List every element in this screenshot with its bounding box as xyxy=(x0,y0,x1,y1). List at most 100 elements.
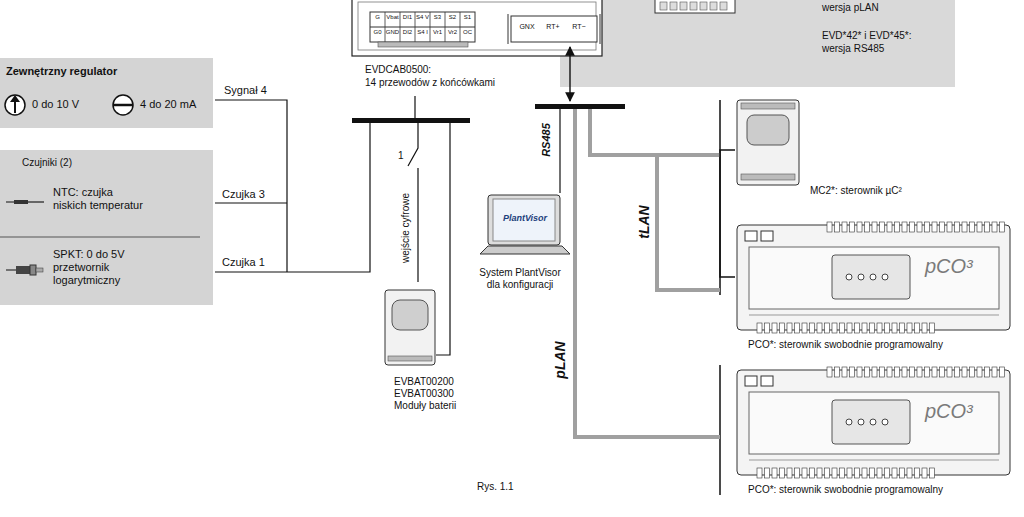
pco-board xyxy=(765,323,770,333)
panel-icons xyxy=(113,104,133,107)
pco-board xyxy=(892,323,897,333)
evd-driver xyxy=(352,0,602,56)
pco-board xyxy=(870,419,876,425)
bus-name: pLAN xyxy=(552,341,569,378)
switch-number: 1 xyxy=(398,150,404,162)
pin-name: RT− xyxy=(566,23,592,31)
pco-board xyxy=(877,323,882,333)
battery-module: EVBAT00200 EVBAT00300 Moduły baterii xyxy=(380,288,475,416)
pin-name: S2 xyxy=(445,14,460,21)
pco-board xyxy=(870,323,875,333)
plantvisor-pc: PlantVisorSystem PlantVisor dla konfigur… xyxy=(470,193,570,295)
pco-board xyxy=(840,323,845,333)
input-name: wejście cyfrowe xyxy=(400,193,412,263)
pco-board xyxy=(970,222,975,232)
pco-board xyxy=(745,231,757,241)
sensor-panel: Czujniki (2)NTC: czujka niskich temperat… xyxy=(0,150,213,305)
module-top xyxy=(710,2,717,10)
logo-text: pCO³ xyxy=(925,399,973,423)
pco-board xyxy=(1000,222,1005,232)
panel-heading: Czujniki (2) xyxy=(22,157,72,169)
pco-board xyxy=(917,367,922,377)
pco-board xyxy=(850,222,855,232)
wire xyxy=(215,202,287,203)
pco-board xyxy=(757,323,762,333)
version-note: EVD*42* i EVD*45*: xyxy=(822,30,912,42)
version-note: wersja RS485 xyxy=(822,43,884,55)
terminal-grid xyxy=(415,12,416,42)
panel-icons xyxy=(5,95,25,115)
battery-module-body xyxy=(385,290,435,365)
pco-board xyxy=(832,255,910,299)
pco-board xyxy=(857,367,862,377)
logo-text: PlantVisor xyxy=(490,213,560,224)
pco-board xyxy=(858,419,864,425)
pco-board xyxy=(925,367,930,377)
pco-board xyxy=(900,323,905,333)
network-line xyxy=(575,109,720,437)
pco-board xyxy=(862,468,867,478)
pco-board xyxy=(917,222,922,232)
pco-board xyxy=(1000,367,1005,377)
version-panel: wersja pLANEVD*42* i EVD*45*:wersja RS48… xyxy=(560,0,955,87)
laptop xyxy=(488,195,560,245)
pco-board xyxy=(737,225,1010,330)
module-top xyxy=(660,2,667,10)
terminal-grid xyxy=(385,12,460,42)
pco-board xyxy=(737,370,1010,475)
pin-name: G xyxy=(370,14,385,21)
panel-heading: Zewnętrzny regulator xyxy=(6,65,117,78)
pco-board xyxy=(761,376,773,386)
pco-board xyxy=(915,323,920,333)
pco-board xyxy=(900,468,905,478)
pco-board xyxy=(865,222,870,232)
mc2-module xyxy=(737,100,799,185)
pco-controller: pCO³PCO*: sterownik swobodnie programowa… xyxy=(735,222,1015,357)
panel-icons xyxy=(6,202,14,203)
panel-icons xyxy=(113,95,133,115)
pco-board xyxy=(847,323,852,333)
wire xyxy=(215,100,287,272)
pco-board xyxy=(847,468,852,478)
pco-board xyxy=(817,468,822,478)
signal-name: Sygnał 4 xyxy=(224,84,267,97)
logo-text: pCO³ xyxy=(925,254,973,278)
pco-controller: pCO³ PCO*: sterownik swobodnie programowa… xyxy=(735,367,1015,502)
battery-module-body xyxy=(385,290,435,365)
wire xyxy=(436,123,450,355)
pco-board xyxy=(846,419,852,425)
pin-name: Vbat xyxy=(385,14,400,21)
pco-board xyxy=(902,222,907,232)
terminal-grid xyxy=(445,12,446,42)
panel-icons xyxy=(16,266,30,274)
device-caption: PCO*: sterownik swobodnie programowalny xyxy=(748,484,943,496)
battery-module-body xyxy=(388,356,432,361)
data-arrow xyxy=(569,47,570,101)
pco-board xyxy=(832,323,837,333)
pco-board xyxy=(810,323,815,333)
pin-name: GNX xyxy=(514,23,540,31)
pin-name: G0 xyxy=(370,29,385,36)
module-name: EVBAT00200 EVBAT00300 Moduły baterii xyxy=(394,376,464,412)
bus-name: tLAN xyxy=(636,205,653,238)
pco-board xyxy=(772,468,777,478)
pco-board xyxy=(858,274,864,280)
pin-name: S4 I xyxy=(415,29,430,36)
pco-board xyxy=(850,367,855,377)
evd-driver xyxy=(370,12,475,42)
pco-board xyxy=(985,222,990,232)
wire xyxy=(215,123,370,272)
pco-board xyxy=(915,468,920,478)
pin-name: S4 V xyxy=(415,14,430,21)
pco-board xyxy=(737,222,1010,333)
panel-icons xyxy=(14,200,28,204)
pco-board xyxy=(842,222,847,232)
mc2-controller: MC2*: sterownik µC² xyxy=(735,100,965,201)
pco-board xyxy=(947,222,952,232)
signal-range: 0 do 10 V xyxy=(32,98,79,111)
pco-board xyxy=(749,460,999,461)
pco-board xyxy=(817,323,822,333)
module-top xyxy=(655,0,735,13)
pco-board xyxy=(825,323,830,333)
module-top xyxy=(700,2,707,10)
